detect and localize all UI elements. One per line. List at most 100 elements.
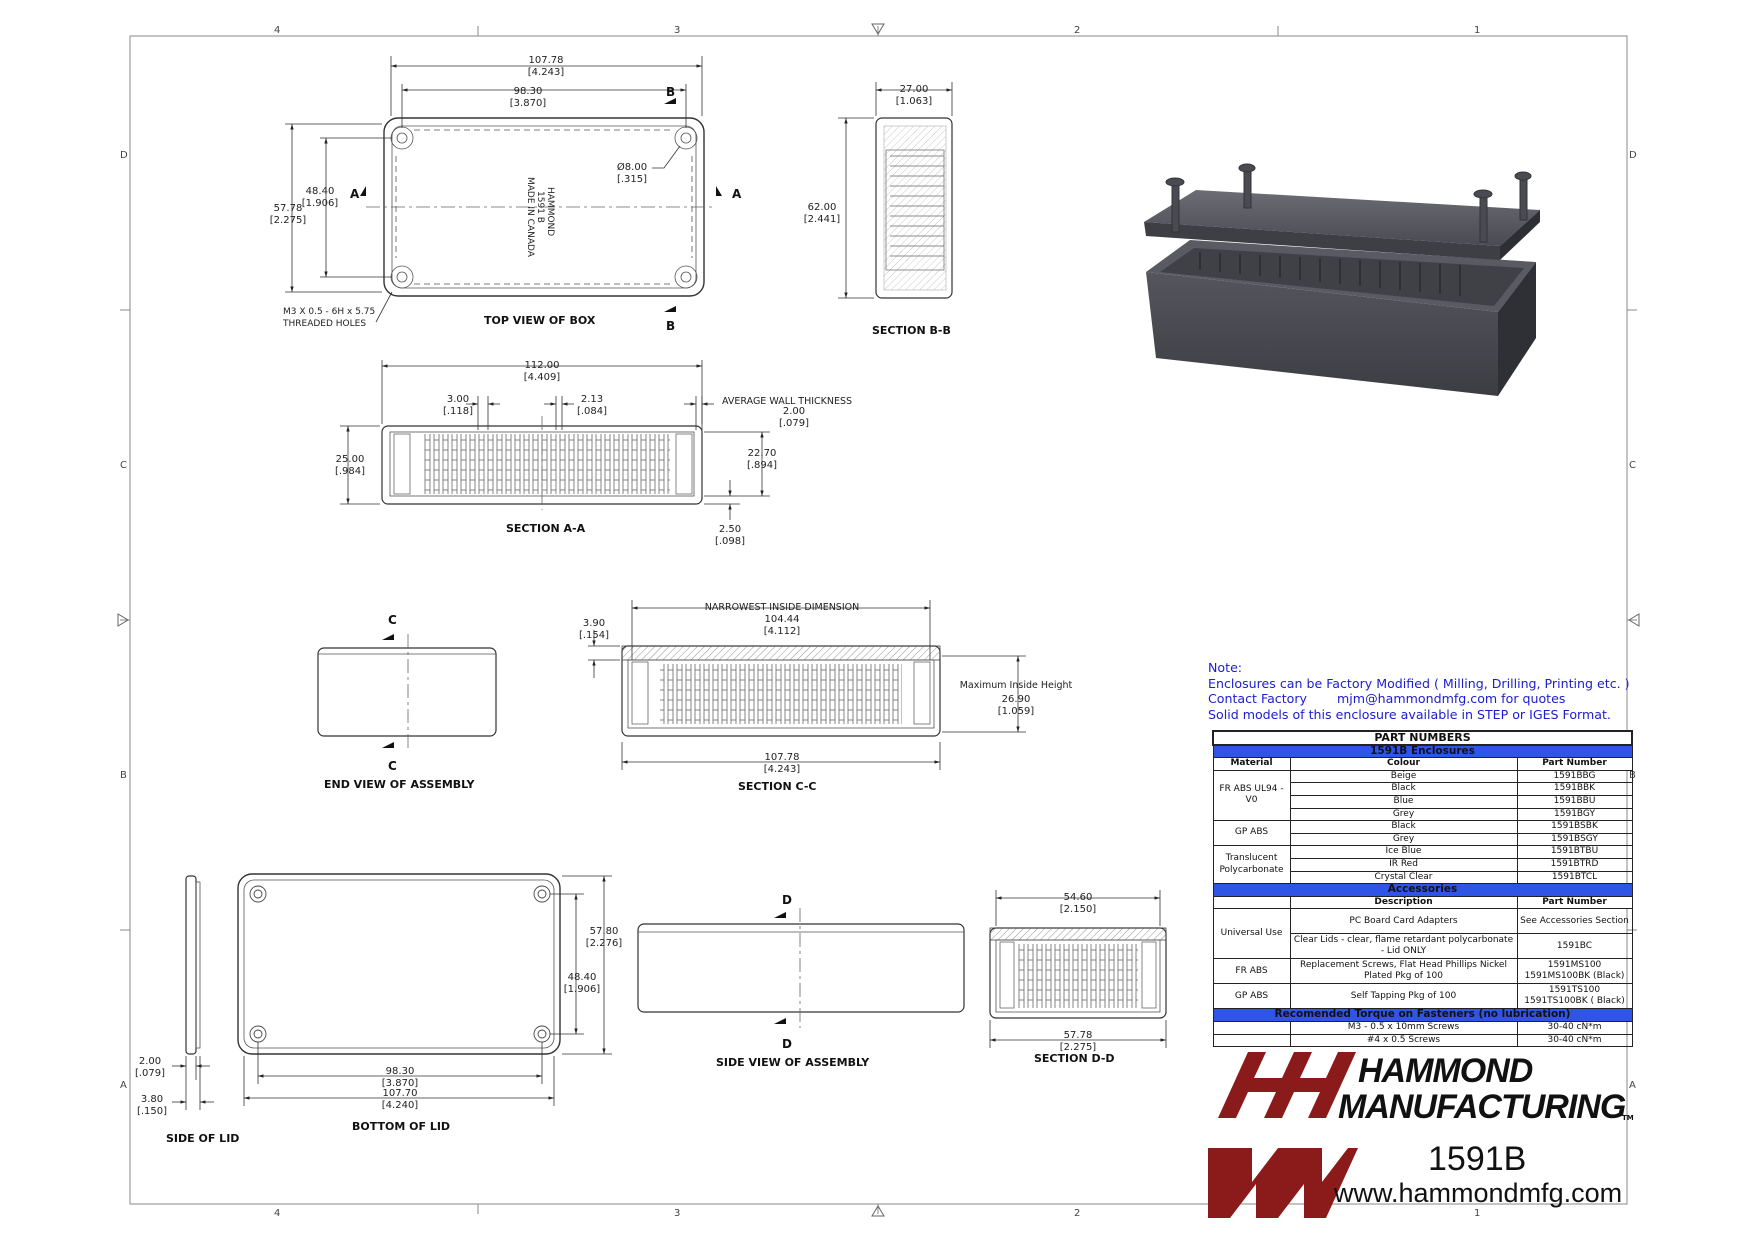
dim-dd-outside-in: [2.275] bbox=[1060, 1042, 1097, 1053]
dim-top-width: 57.78 bbox=[274, 203, 303, 214]
grid-row-c: C bbox=[120, 460, 127, 471]
header-description: Description bbox=[1289, 895, 1518, 910]
brand-name-line2: MANUFACTURING bbox=[1338, 1088, 1626, 1126]
section-bb-title: SECTION B-B bbox=[872, 324, 951, 337]
colour-cell: Black bbox=[1289, 820, 1518, 834]
section-dd-title: SECTION D-D bbox=[1034, 1052, 1115, 1065]
dim-lid-holes-in: [3.870] bbox=[382, 1078, 419, 1089]
part-number-cell: 1591BSGY bbox=[1516, 832, 1633, 847]
section-cc-title: SECTION C-C bbox=[738, 780, 816, 793]
material-cell: GP ABS bbox=[1212, 983, 1291, 1010]
section-aa: 112.00 [4.409] 3.00 [.118] 2.13 [.084] 2… bbox=[335, 360, 852, 547]
table-row: Clear Lids - clear, flame retardant poly… bbox=[1213, 933, 1633, 960]
section-mark-d-bottom: D bbox=[782, 1037, 792, 1051]
wall-thickness-note: AVERAGE WALL THICKNESS bbox=[722, 396, 852, 407]
hole-note-1: M3 X 0.5 - 6H x 5.75 bbox=[283, 307, 375, 317]
dim-lid-hole-spacing: 48.40 bbox=[568, 972, 597, 983]
header-acc-part-number: Part Number bbox=[1516, 895, 1633, 910]
hammond-logo-icon bbox=[1218, 1052, 1356, 1118]
website-link[interactable]: www.hammondmfg.com bbox=[1334, 1178, 1623, 1208]
part-number-cell: 1591BSBK bbox=[1516, 820, 1633, 834]
grid-col-1: 1 bbox=[1474, 25, 1480, 36]
description-cell: Self Tapping Pkg of 100 bbox=[1289, 983, 1518, 1010]
enclosure-3d-render bbox=[1144, 163, 1540, 396]
end-view-title: END VIEW OF ASSEMBLY bbox=[324, 778, 475, 791]
colour-cell: IR Red bbox=[1289, 857, 1518, 872]
dim-aa-length: 112.00 bbox=[525, 360, 560, 371]
grid-col-4-bottom: 4 bbox=[274, 1208, 280, 1219]
colour-cell: Black bbox=[1289, 782, 1518, 796]
header-part-number: Part Number bbox=[1516, 757, 1633, 771]
dim-lid-hole-spacing-in: [1.906] bbox=[564, 984, 601, 995]
part-number-cell: 1591TS100 1591TS100BK ( Black) bbox=[1516, 983, 1633, 1010]
grid-row-a: A bbox=[120, 1080, 127, 1091]
table-row: Translucent Polycarbonate Ice Blue 1591B… bbox=[1212, 845, 1633, 885]
section-mark-b-bottom: B bbox=[666, 319, 675, 333]
colour-cell: Beige bbox=[1289, 769, 1518, 784]
colour-cell: Grey bbox=[1289, 832, 1518, 847]
material-cell: GP ABS bbox=[1212, 820, 1291, 847]
dim-aa-height-in: [.984] bbox=[335, 466, 365, 477]
hole-note-2: THREADED HOLES bbox=[282, 319, 366, 329]
section-mark-a-right: A bbox=[732, 187, 742, 201]
dim-aa-floor-in: [.098] bbox=[715, 536, 745, 547]
notes-contact: Contact Factory bbox=[1208, 691, 1308, 707]
notes-block: Note: Enclosures can be Factory Modified… bbox=[1208, 660, 1678, 722]
dim-top-holes: 98.30 bbox=[514, 86, 543, 97]
part-numbers-table: PART NUMBERS 1591B Enclosures Material C… bbox=[1212, 730, 1633, 1048]
engraving-line2: 1591 B bbox=[535, 191, 545, 223]
header-material: Material bbox=[1212, 757, 1291, 771]
grid-row-b-right: B bbox=[1629, 770, 1636, 781]
notes-line-1: Enclosures can be Factory Modified ( Mil… bbox=[1208, 675, 1630, 691]
table-row: FR ABS Replacement Screws, Flat Head Phi… bbox=[1212, 958, 1633, 985]
end-view-of-assembly: C C END VIEW OF ASSEMBLY bbox=[317, 613, 497, 791]
dim-cc-length: 107.78 bbox=[765, 752, 800, 763]
dim-lid-length: 107.70 bbox=[383, 1088, 418, 1099]
dim-cc-lid-in: [.154] bbox=[579, 630, 609, 641]
grid-col-4: 4 bbox=[274, 25, 280, 36]
grid-row-c-right: C bbox=[1629, 460, 1636, 471]
dim-aa-height: 25.00 bbox=[336, 454, 365, 465]
grid-col-2: 2 bbox=[1074, 25, 1080, 36]
material-cell: FR ABS UL94 - V0 bbox=[1212, 769, 1291, 822]
dim-aa-length-in: [4.409] bbox=[524, 372, 561, 383]
dim-aa-rib-gap: 3.00 bbox=[447, 394, 469, 405]
part-number-cell: 1591BTCL bbox=[1516, 870, 1633, 885]
grid-labels: 4 3 2 1 4 3 2 1 D C B A D C B A bbox=[120, 25, 1637, 1219]
material-cell: Translucent Polycarbonate bbox=[1212, 845, 1291, 885]
dim-lid-width-in: [2.276] bbox=[586, 938, 623, 949]
notes-email[interactable]: mjm@hammondmfg.com for quotes bbox=[1337, 691, 1566, 707]
dim-aa-rib: 2.13 bbox=[581, 394, 603, 405]
dim-lid-total-in: [.150] bbox=[137, 1106, 167, 1117]
notes-heading: Note: bbox=[1208, 660, 1243, 675]
part-number-cell: 1591BBK bbox=[1516, 782, 1633, 796]
material-cell: FR ABS bbox=[1212, 958, 1291, 985]
dim-cc-height-in: [1.059] bbox=[998, 706, 1035, 717]
dim-cc-inside-in: [4.112] bbox=[764, 626, 801, 637]
section-dd: 54.60 [2.150] 57.78 [2.275] SECTION D-D bbox=[989, 890, 1167, 1065]
grid-col-2-bottom: 2 bbox=[1074, 1208, 1080, 1219]
part-number-cell: 1591BBU bbox=[1516, 794, 1633, 809]
part-number-cell: 1591BBG bbox=[1516, 769, 1633, 784]
section-mark-b-top: B bbox=[666, 85, 675, 99]
dim-lid-holes: 98.30 bbox=[386, 1066, 415, 1077]
header-colour: Colour bbox=[1289, 757, 1518, 771]
accessories-heading: Accessories bbox=[1212, 883, 1633, 897]
engraving-line1: HAMMOND bbox=[545, 187, 555, 236]
dim-cc-height: 26.90 bbox=[1002, 694, 1031, 705]
bottom-of-lid-title: BOTTOM OF LID bbox=[352, 1120, 450, 1133]
part-number-cell: 1591BTBU bbox=[1516, 845, 1633, 859]
part-number-cell: 1591BGY bbox=[1516, 807, 1633, 822]
grid-row-d: D bbox=[120, 150, 128, 161]
part-number-cell: See Accessories Section bbox=[1516, 908, 1633, 935]
torque-fastener: #4 x 0.5 Screws bbox=[1289, 1033, 1518, 1048]
hammond-logo-icon-2 bbox=[1208, 1148, 1358, 1218]
brand-block: HAMMOND MANUFACTURING TM 1591B www.hammo… bbox=[1208, 1052, 1638, 1232]
dim-bb-width: 62.00 bbox=[808, 202, 837, 213]
dim-lid-total: 3.80 bbox=[141, 1094, 163, 1105]
dim-cc-inside: 104.44 bbox=[765, 614, 800, 625]
dim-bb-height: 27.00 bbox=[900, 84, 929, 95]
grid-row-a-right: A bbox=[1629, 1080, 1636, 1091]
max-inside-height-label: Maximum Inside Height bbox=[960, 680, 1073, 691]
